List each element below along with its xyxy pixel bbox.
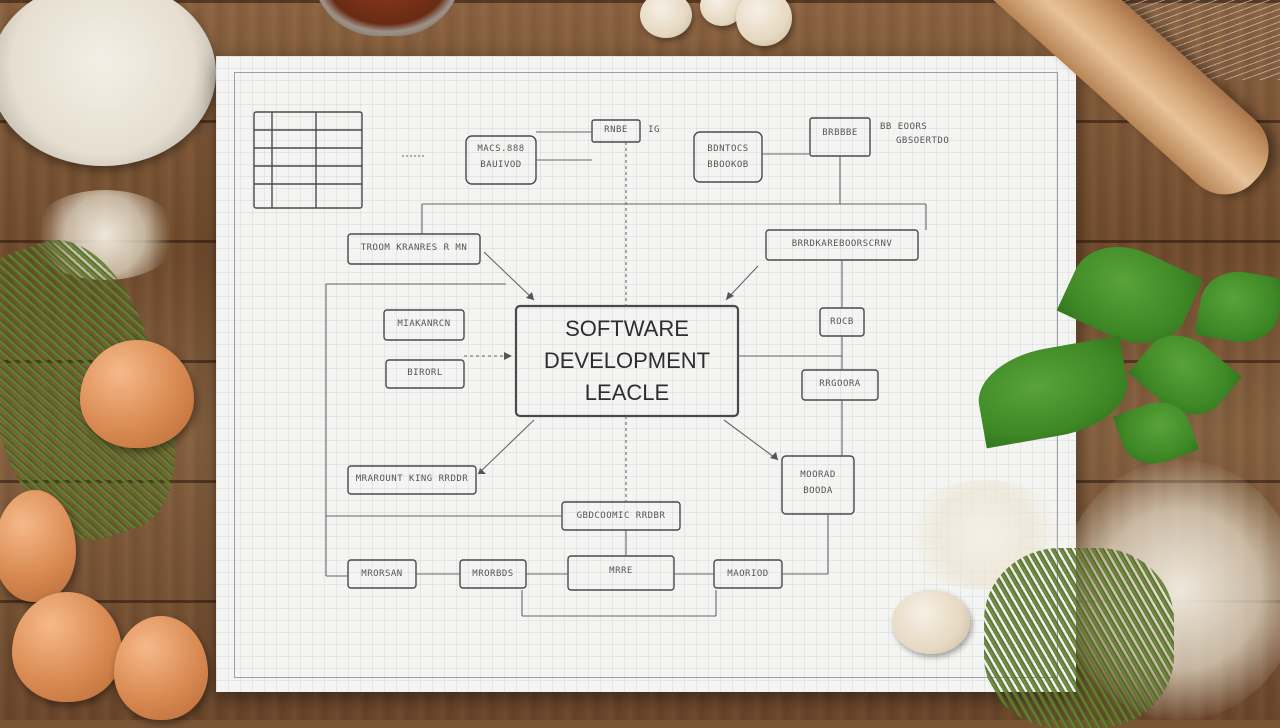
node-right-lower xyxy=(781,455,855,515)
diagram-paper: MACS.888 BAUIVOD RNBE IG BDNTOCS BBOOKOB… xyxy=(216,56,1076,692)
label-left-upper: TROOM KRANRES R MN xyxy=(360,243,468,253)
node-left-mid-a xyxy=(383,309,465,341)
arrow-head-2 xyxy=(726,292,734,300)
node-left-mid-b xyxy=(385,359,465,389)
label-right-mid-b: RRGOORA xyxy=(819,379,861,389)
label-note-a: BB EOORS xyxy=(880,122,928,132)
label-note-b: GBSOERTDO xyxy=(896,136,950,146)
egg-4 xyxy=(114,616,208,720)
label-center-lower: GBDCOOMIC RRDBR xyxy=(576,511,666,521)
arrow-head-3 xyxy=(478,468,486,474)
node-right-mid-b xyxy=(801,369,879,401)
label-bottom-a: MRORSAN xyxy=(361,569,403,579)
diagram-title: SOFTWARE DEVELOPMENT LEACLE xyxy=(516,306,738,416)
label-right-mid-a: ROCB xyxy=(830,317,854,327)
egg-2 xyxy=(0,490,76,602)
arrow-head-1 xyxy=(526,292,534,300)
label-right-lower-a: MOORAD xyxy=(800,470,836,480)
label-top-right-a: BDNTOCS xyxy=(707,144,749,154)
label-bottom-d: MAORIOD xyxy=(727,569,769,579)
node-left-upper xyxy=(347,233,481,265)
node-top-right xyxy=(693,131,763,183)
label-left-lower: MRAROUNT KING RRDDR xyxy=(355,474,469,484)
garlic-bulb-top xyxy=(736,0,792,46)
egg-1 xyxy=(80,340,194,448)
garlic-clove-top-1 xyxy=(640,0,692,38)
node-left-lower xyxy=(347,465,477,495)
label-bottom-b: MRORBDS xyxy=(472,569,514,579)
label-top-left-a: MACS.888 xyxy=(477,144,525,154)
label-top-center-tag: IG xyxy=(648,125,660,135)
label-left-mid-a: MIAKANRCN xyxy=(397,319,451,329)
label-bottom-c: MRRE xyxy=(609,566,633,576)
title-line-3: LEACLE xyxy=(584,380,670,405)
node-bottom-c xyxy=(567,555,675,591)
label-right-lower-b: BOODA xyxy=(803,486,833,496)
label-top-center: RNBE xyxy=(604,125,628,135)
label-right-upper: BRRDKAREBOORSCRNV xyxy=(791,239,893,249)
title-box-frame xyxy=(514,304,740,418)
title-line-1: SOFTWARE xyxy=(565,316,689,341)
arrow-head-5 xyxy=(504,352,512,360)
label-top-far-right: BRBBBE xyxy=(822,128,858,138)
node-top-center xyxy=(591,119,641,143)
label-left-mid-b: BIRORL xyxy=(407,368,443,378)
lifecycle-diagram xyxy=(253,111,927,617)
egg-3 xyxy=(12,592,122,702)
legend-table xyxy=(253,111,363,209)
arrow-head-4 xyxy=(770,452,778,460)
label-top-left-b: BAUIVOD xyxy=(480,160,522,170)
garlic-clove-bottom xyxy=(892,590,970,654)
thyme-bunch-right xyxy=(984,548,1174,728)
flour-bowl xyxy=(0,0,216,166)
label-top-right-b: BBOOKOB xyxy=(707,160,749,170)
title-line-2: DEVELOPMENT xyxy=(543,348,711,373)
